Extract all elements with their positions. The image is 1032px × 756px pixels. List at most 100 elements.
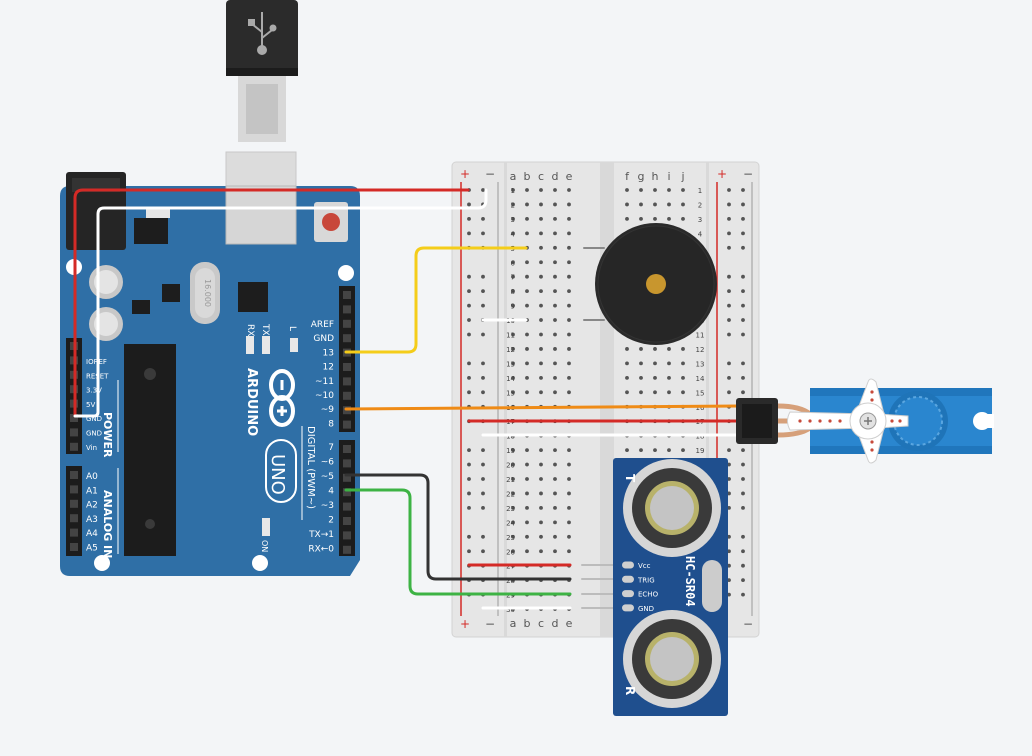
- column-label: a: [510, 170, 517, 183]
- wire-red-5v[interactable]: [73, 188, 470, 418]
- row-label: 14: [506, 375, 515, 383]
- wire-orange-9[interactable]: [344, 404, 742, 411]
- digital-pin-label: AREF: [311, 320, 334, 330]
- servo-horn: [787, 378, 909, 464]
- digital-pin-label: 7: [328, 443, 334, 453]
- digital-pin-label: 4: [328, 487, 334, 497]
- sensor-pin-label: ECHO: [638, 591, 659, 599]
- power-pin-label: GND: [86, 415, 102, 423]
- rail-plus-label: +: [460, 617, 470, 631]
- uno-badge: UNO: [265, 439, 297, 503]
- rx-label: RX: [245, 324, 255, 336]
- row-label: 27: [506, 563, 515, 571]
- wire-green-4[interactable]: [344, 488, 572, 596]
- row-label: 13: [696, 360, 705, 368]
- rail-minus-label: −: [485, 617, 495, 631]
- wire-white-gnd[interactable]: [73, 188, 488, 418]
- row-label: 3: [511, 216, 515, 224]
- power-pin-label: Vin: [86, 444, 97, 452]
- row-label: 11: [696, 332, 705, 340]
- crystal-label: 16.000: [203, 279, 212, 307]
- rail-minus-label: −: [743, 617, 753, 631]
- digital-pin-label: 12: [323, 363, 334, 373]
- reset-button[interactable]: [314, 202, 348, 242]
- column-label: b: [524, 617, 531, 630]
- row-label: 28: [506, 577, 515, 585]
- piezo-buzzer[interactable]: [595, 223, 717, 345]
- row-label: 20: [506, 462, 515, 470]
- row-label: 12: [506, 346, 515, 354]
- transducer-t: [623, 459, 721, 557]
- column-label: i: [667, 170, 670, 183]
- row-label: 8: [511, 288, 515, 296]
- row-label: 9: [511, 303, 515, 311]
- rail-minus-label: −: [743, 167, 753, 181]
- row-label: 13: [506, 360, 515, 368]
- row-label: 1: [511, 187, 515, 195]
- column-label: c: [538, 617, 544, 630]
- digital-pin-label: ~11: [315, 377, 334, 387]
- sensor-pin-label: TRIG: [637, 576, 655, 584]
- power-pin-label: 5V: [86, 401, 95, 409]
- digital-title: DIGITAL (PWM~): [305, 426, 316, 509]
- row-label: 2: [698, 201, 702, 209]
- l-label: L: [287, 326, 297, 331]
- sensor-pin-pad: [622, 604, 634, 612]
- buzzer-center: [646, 274, 666, 294]
- analog-pin-label: A0: [86, 472, 98, 482]
- column-label: b: [524, 170, 531, 183]
- analog-pin-label: A3: [86, 515, 98, 525]
- micro-servo[interactable]: [736, 378, 994, 464]
- rail-minus-label: −: [485, 167, 495, 181]
- r-label: R: [623, 686, 637, 695]
- row-label: 26: [506, 548, 515, 556]
- column-label: e: [566, 170, 573, 183]
- analog-pin-label: A4: [86, 529, 98, 539]
- power-pin-label: IOREF: [86, 358, 107, 366]
- sensor-pin-label: Vcc: [638, 562, 651, 570]
- tx-label: TX: [260, 323, 270, 336]
- row-label: 18: [696, 433, 705, 441]
- crystal-oscillator: 16.000: [190, 262, 220, 324]
- column-label: e: [566, 617, 573, 630]
- power-pin-label: GND: [86, 430, 102, 438]
- rail-plus-label: +: [717, 167, 727, 181]
- arduino-board[interactable]: 16.000 RX TX L ON ARDUINO: [60, 172, 360, 576]
- row-label: 4: [698, 230, 703, 238]
- digital-pin-label: ~6: [321, 458, 335, 468]
- digital-pin-label: ~3: [321, 501, 334, 511]
- row-label: 1: [698, 187, 702, 195]
- analog-header: [66, 466, 82, 556]
- rail-plus-label: +: [460, 167, 470, 181]
- column-label: f: [625, 170, 630, 183]
- row-label: 11: [506, 332, 515, 340]
- digital-pin-label: TX→1: [308, 530, 334, 540]
- arduino-brand: ARDUINO: [244, 368, 259, 436]
- row-label: 22: [506, 490, 515, 498]
- sensor-pin-label: GND: [638, 605, 654, 613]
- wire-black-5[interactable]: [344, 473, 572, 581]
- row-label: 23: [506, 505, 515, 513]
- analog-pin-label: A5: [86, 544, 98, 554]
- sensor-crystal: [702, 560, 722, 612]
- atmega-chip: [124, 344, 176, 556]
- digital-pin-label: GND: [313, 334, 334, 344]
- column-label: j: [680, 170, 684, 183]
- analog-pin-label: A2: [86, 501, 98, 511]
- row-label: 15: [506, 389, 515, 397]
- row-label: 15: [696, 389, 705, 397]
- digital-pin-label: 8: [328, 419, 334, 429]
- arduino-logo-icon: [269, 369, 295, 427]
- row-label: 3: [698, 216, 702, 224]
- wire-yellow-13[interactable]: [344, 246, 528, 354]
- row-label: 19: [696, 447, 705, 455]
- digital-pin-label: 2: [328, 516, 334, 526]
- sensor-model: HC-SR04: [683, 556, 697, 607]
- usb-icon: [248, 12, 277, 55]
- digital-header-bottom: [339, 440, 355, 556]
- transducer-r: [623, 610, 721, 708]
- capacitor: [89, 307, 123, 341]
